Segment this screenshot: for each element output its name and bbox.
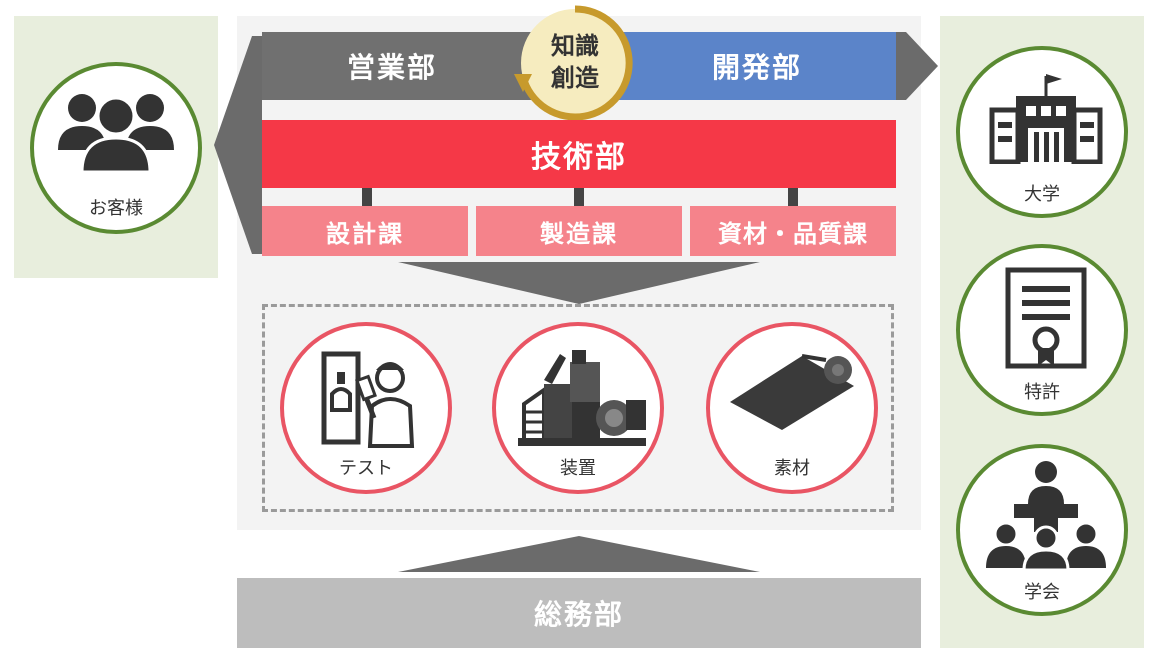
material-label: 素材 (774, 458, 810, 479)
section-label: 資材・品質課 (718, 219, 868, 248)
material-roll-icon (730, 354, 854, 430)
technical-label: 技術部 (531, 140, 627, 175)
left-arrow (214, 36, 262, 254)
outputs-box (262, 304, 894, 512)
knowledge-creation-badge: 知識 創造 (514, 2, 636, 124)
sales-department: 営業部 (262, 32, 562, 100)
connector (362, 188, 372, 206)
general-affairs-department: 総務部 (237, 578, 921, 648)
up-arrow (398, 536, 760, 572)
patent-label: 特許 (1024, 382, 1060, 403)
customer-label: お客様 (89, 198, 143, 219)
section-label: 製造課 (540, 219, 618, 248)
equipment-label: 装置 (560, 458, 596, 479)
test-label: テスト (339, 458, 393, 479)
university-label: 大学 (1024, 184, 1060, 205)
design-section: 設計課 (262, 206, 468, 256)
conference-label: 学会 (1024, 582, 1060, 603)
material-circle: 素材 (706, 322, 878, 494)
university-icon (989, 74, 1103, 164)
conference-circle: 学会 (956, 444, 1128, 616)
patent-certificate-icon (1005, 267, 1087, 369)
technical-department: 技術部 (262, 120, 896, 188)
manufacturing-section: 製造課 (476, 206, 682, 256)
connector (574, 188, 584, 206)
customers-icon (58, 94, 174, 174)
down-arrow (398, 262, 760, 304)
cycle-arrow-icon (514, 5, 633, 121)
conference-icon (986, 461, 1106, 570)
test-circle: テスト (280, 322, 452, 494)
general-affairs-label: 総務部 (533, 598, 624, 631)
tester-icon (321, 351, 415, 448)
customer-circle: お客様 (30, 62, 202, 234)
sales-label: 営業部 (346, 51, 437, 84)
materials-quality-section: 資材・品質課 (690, 206, 896, 256)
equipment-circle: 装置 (492, 322, 664, 494)
development-department: 開発部 (598, 32, 896, 100)
university-circle: 大学 (956, 46, 1128, 218)
section-label: 設計課 (326, 219, 404, 248)
machine-icon (518, 350, 646, 446)
development-label: 開発部 (711, 51, 802, 84)
patent-circle: 特許 (956, 244, 1128, 416)
right-arrow (896, 32, 938, 100)
knowledge-label: 知識 創造 (551, 32, 599, 92)
connector (788, 188, 798, 206)
